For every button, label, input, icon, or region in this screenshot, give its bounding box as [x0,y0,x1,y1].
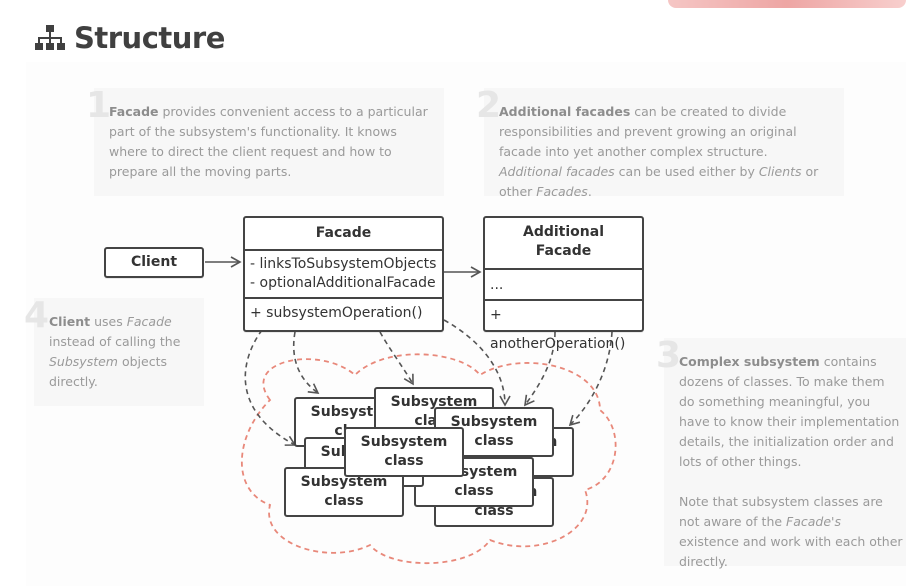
note-facade: 1 Facade provides convenient access to a… [86,88,444,196]
additional-facade-method: + anotherOperation() [485,299,642,359]
note-body: or other [499,164,819,199]
note-number: 3 [656,335,682,376]
additional-facade-fields: ... [485,268,642,299]
note-text: Complex subsystem contains dozens of cla… [679,352,903,572]
note-bold: Complex subsystem [679,354,820,369]
note-text: Additional facades can be created to div… [499,102,834,202]
note-italic: Facade [126,314,172,329]
hierarchy-icon [35,25,65,50]
note-body: existence and work with each other direc… [679,534,903,569]
note-text: Facade provides convenient access to a p… [109,102,434,182]
facade-dependency-1 [244,329,297,446]
facade-method: + subsystemOperation() [245,297,442,328]
note-body: provides convenient access to a particul… [109,104,428,179]
facade-fields: - linksToSubsystemObjects - optionalAddi… [245,249,442,297]
client-box[interactable]: Client [104,247,204,278]
subsystem-class-line1: Subsystem [450,414,538,430]
note-body: can be created to divide responsibilitie… [499,104,797,159]
note-body: uses [90,314,127,329]
note-number: 1 [86,85,112,126]
additional-facade-name-line1: Additional [523,224,604,240]
additional-dependency-1 [524,331,556,407]
note-body: instead of calling the [49,334,181,349]
decorative-banner [668,0,906,8]
facade-dependency-2 [293,331,320,394]
note-italic: Facade's [786,514,841,529]
additional-facade-name-line2: Facade [535,243,592,259]
additional-facade-box[interactable]: Additional Facade ... + anotherOperation… [483,216,644,352]
note-italic: Subsystem [49,354,118,369]
note-body: . [587,184,592,199]
facade-dependency-4 [443,319,511,407]
facade-field-optional: - optionalAdditionalFacade [250,275,436,291]
note-body: can be used either by [614,164,759,179]
note-number: 4 [24,295,50,336]
subsystem-cloud [240,353,617,565]
note-bold: Client [49,314,91,329]
note-italic: Additional facades [499,164,615,179]
subsystem-class-line2: class [474,433,514,449]
note-italic: Facades [536,184,588,199]
subsystem-class-line2: class [454,483,494,499]
note-body: contains dozens of classes. To make them… [679,354,900,469]
note-body: objects directly. [49,354,167,389]
note-number: 2 [476,85,502,126]
note-client: 4 Client uses Facade instead of calling … [24,298,204,406]
subsystem-class-line1: Subsystem [360,434,448,450]
subsystem-class-line1: Subsystem [390,394,478,410]
note-bold: Additional facades [499,104,631,119]
title-text: Structure [74,21,225,55]
note-body: Note that subsystem classes are not awar… [679,494,883,529]
facade-field-links: - linksToSubsystemObjects [250,256,437,272]
subsystem-class-line1: Subsystem [300,474,388,490]
subsystem-class-line2: class [384,453,424,469]
client-label: Client [130,254,178,270]
facade-box[interactable]: Facade - linksToSubsystemObjects - optio… [243,216,444,332]
subsystem-class[interactable]: Subsystem class [344,427,464,477]
note-italic: Clients [758,164,802,179]
subsystem-class-line2: class [474,503,514,519]
additional-facade-name: Additional Facade [485,218,642,268]
additional-dependency-2 [568,331,613,427]
note-text: Client uses Facade instead of calling th… [49,312,199,392]
note-additional-facades: 2 Additional facades can be created to d… [476,88,844,199]
note-bold: Facade [109,104,159,119]
page-title: Structure [34,20,225,56]
note-complex-subsystem: 3 Complex subsystem contains dozens of c… [656,338,906,569]
subsystem-class-line2: class [324,493,364,509]
facade-name: Facade [315,225,372,241]
facade-dependency-3 [379,331,414,386]
